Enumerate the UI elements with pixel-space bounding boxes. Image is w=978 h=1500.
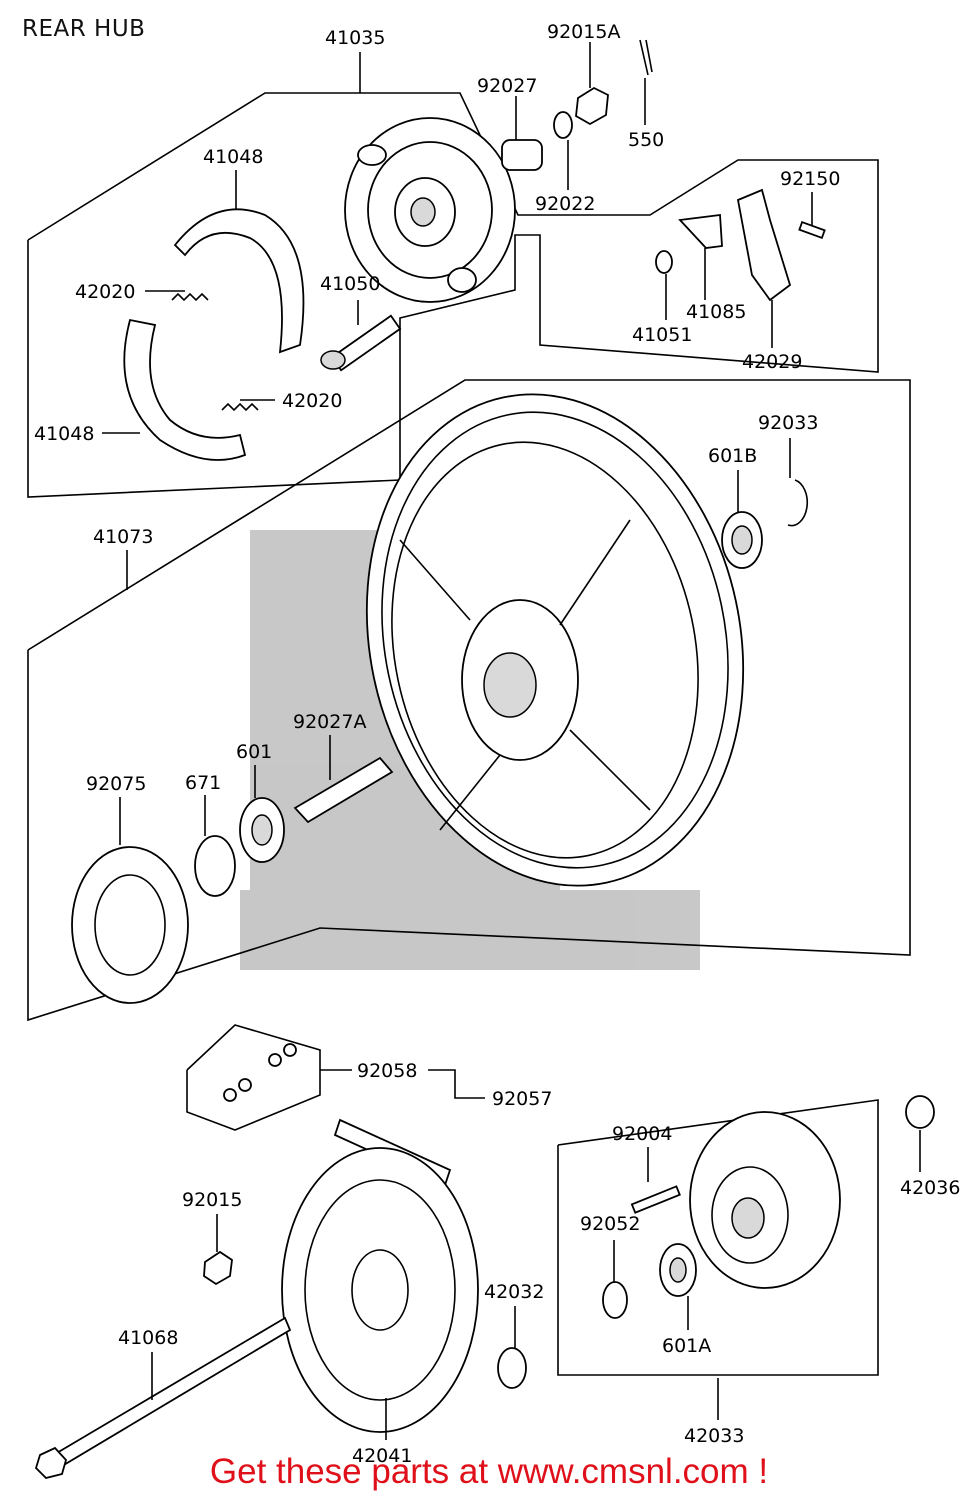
- part-label: 92033: [758, 412, 818, 434]
- nut-92015A: [575, 86, 609, 126]
- brake-lever-42029: [736, 188, 792, 302]
- part-label: 41073: [93, 526, 153, 548]
- wheel-group-outline: [27, 379, 911, 1022]
- part-label: 92058: [357, 1060, 417, 1082]
- part-label: 92027A: [293, 711, 366, 733]
- part-label: 41051: [632, 324, 692, 346]
- collar-92027: [501, 139, 543, 171]
- part-label: 42033: [684, 1425, 744, 1447]
- seal-92052: [602, 1281, 628, 1319]
- spring-lower-42020: [221, 402, 259, 412]
- part-label: 42036: [900, 1177, 960, 1199]
- part-label: 92057: [492, 1088, 552, 1110]
- part-label: 92052: [580, 1213, 640, 1235]
- part-label: 671: [185, 772, 221, 794]
- brake-shoe-upper-41048: [173, 208, 305, 354]
- collar-42032: [497, 1347, 527, 1389]
- collar-42036: [905, 1095, 935, 1129]
- cotter-pin-550: [639, 39, 653, 76]
- part-label: 41068: [118, 1327, 178, 1349]
- bearing-601: [239, 797, 285, 863]
- part-label: 42020: [282, 390, 342, 412]
- stud-92004: [630, 1185, 681, 1214]
- part-label: 41035: [325, 27, 385, 49]
- sprocket-hub-42033: [689, 1111, 841, 1289]
- nut-92015: [203, 1250, 233, 1286]
- bearing-601B: [721, 511, 763, 569]
- part-label: 92015: [182, 1189, 242, 1211]
- part-labels: 41035 92015A 92027 550 92022 41048 92150…: [34, 21, 960, 1467]
- damper-92075: [71, 846, 189, 1004]
- washer-92022: [553, 111, 573, 139]
- part-label: 92075: [86, 773, 146, 795]
- part-label: 41085: [686, 301, 746, 323]
- part-label: 41050: [320, 273, 380, 295]
- wheel-41073: [365, 393, 745, 887]
- part-label: 41048: [34, 423, 94, 445]
- brake-cam-41050: [320, 314, 402, 372]
- master-link-92058: [223, 1043, 297, 1102]
- part-label: 601: [236, 741, 272, 763]
- part-label: 41048: [203, 146, 263, 168]
- leader-lines: [102, 42, 921, 1440]
- bearing-601A: [659, 1243, 697, 1297]
- brake-panel-41035: [344, 117, 516, 303]
- o-ring-671: [194, 835, 236, 897]
- diagram-title: REAR HUB: [22, 16, 146, 42]
- part-label: 42032: [484, 1281, 544, 1303]
- part-label: 92027: [477, 75, 537, 97]
- part-label: 92022: [535, 193, 595, 215]
- part-label: 601A: [662, 1335, 711, 1357]
- ring-41051: [655, 250, 673, 274]
- part-label: 42020: [75, 281, 135, 303]
- part-label: 92015A: [547, 21, 620, 43]
- part-label: 550: [628, 129, 664, 151]
- brake-shoe-lower-41048: [123, 318, 247, 461]
- part-label: 42029: [742, 351, 802, 373]
- bolt-92150: [798, 220, 826, 240]
- part-label: 92150: [780, 168, 840, 190]
- part-label: 601B: [708, 445, 757, 467]
- cmsnl-link-banner[interactable]: Get these parts at www.cmsnl.com !: [209, 1452, 769, 1491]
- part-label: 92004: [612, 1123, 672, 1145]
- chain-link-outline: [186, 1024, 321, 1131]
- circlip-92033: [787, 479, 809, 527]
- part-label: 42041: [352, 1445, 412, 1467]
- spring-upper-42020: [171, 292, 209, 302]
- axle-41068: [34, 1316, 292, 1479]
- collar-92027A: [293, 756, 394, 824]
- indicator-41085: [678, 213, 723, 249]
- sprocket-42041: [281, 1147, 479, 1433]
